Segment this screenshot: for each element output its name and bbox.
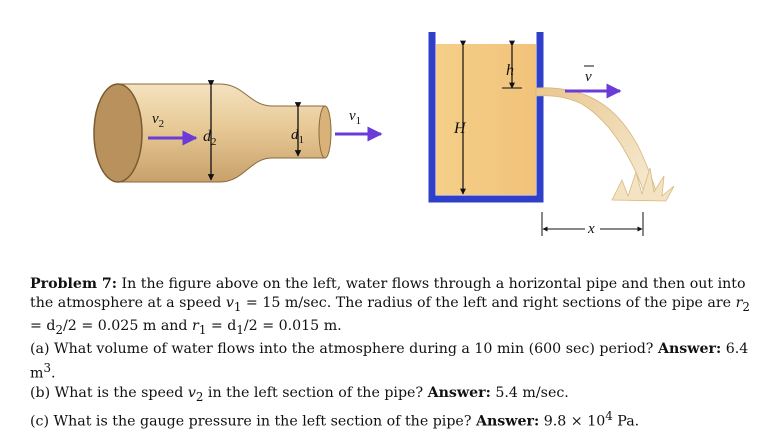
d1-label: d1 — [291, 127, 304, 146]
pipe-diagram: v2 d2 d1 v1 — [93, 80, 383, 183]
x-label: x — [587, 221, 595, 237]
answer-label: Answer: — [657, 341, 722, 358]
answer-c: 9.8 × 10 — [539, 414, 606, 431]
problem-text: Problem 7: In the figure above on the le… — [30, 275, 758, 432]
splash — [611, 167, 675, 202]
pipe-right-end — [318, 105, 332, 159]
h-label: h — [506, 62, 514, 79]
answer-a: 6.4 m — [30, 341, 749, 383]
answer-label: Answer: — [475, 414, 540, 431]
H-label: H — [453, 120, 467, 137]
v2-label: v2 — [152, 111, 164, 130]
pipe-left-opening — [93, 83, 143, 183]
problem-title: Problem 7: — [30, 276, 118, 292]
d2-label: d2 — [203, 128, 217, 148]
question-c: (c) What is the gauge pressure in the le… — [30, 409, 640, 431]
answer-label: Answer: — [427, 385, 491, 402]
tank-diagram: h H v x — [428, 32, 675, 237]
v-label: v — [585, 69, 592, 85]
answer-b: 5.4 m/sec. — [490, 385, 569, 402]
problem-figure: v2 d2 d1 v1 h H v x — [93, 32, 675, 237]
tank-water — [436, 44, 536, 195]
tank-walls — [428, 32, 544, 203]
question-a: (a) What volume of water flows into the … — [30, 341, 749, 383]
question-b: (b) What is the speed v2 in the left sec… — [30, 385, 569, 405]
v1-label: v1 — [349, 108, 361, 127]
water-jet — [535, 87, 659, 199]
problem-intro: Problem 7: In the figure above on the le… — [30, 276, 750, 338]
